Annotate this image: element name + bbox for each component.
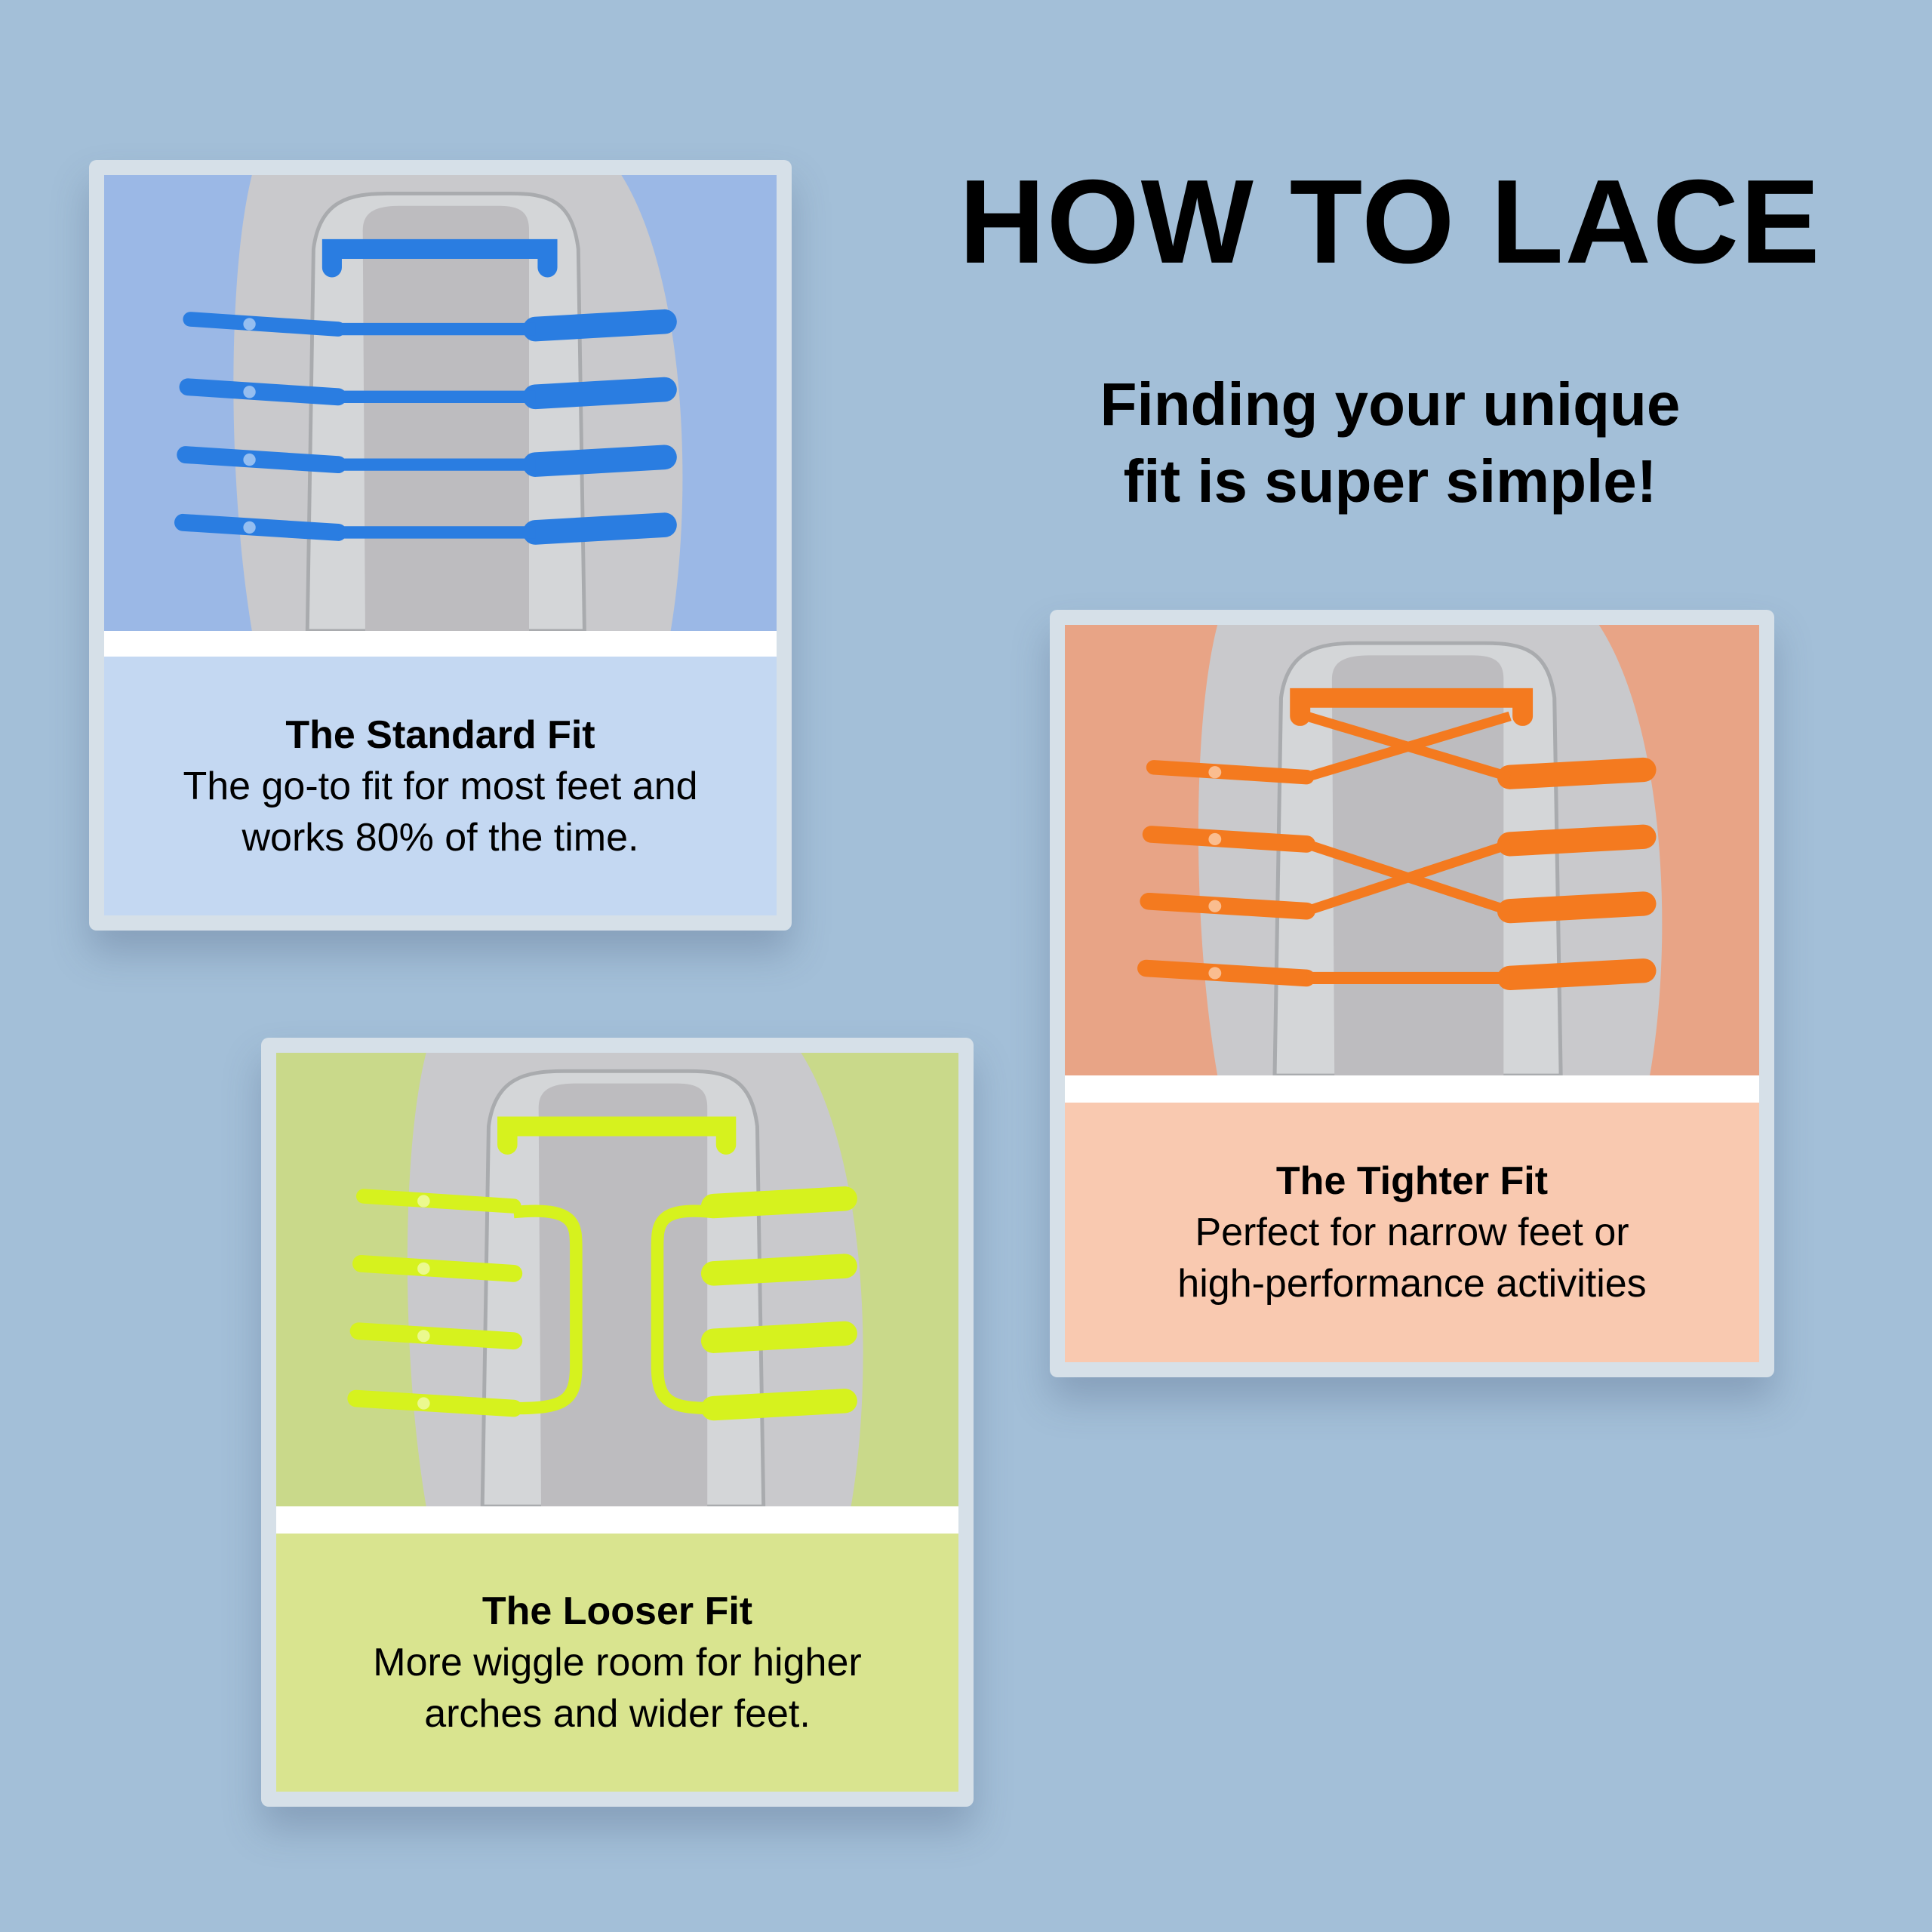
lace-end-left [352,1255,523,1282]
lace-end-left [177,446,347,474]
lace-end-right [1497,824,1657,857]
card-title: The Looser Fit [481,1589,753,1633]
card-description-line: works 80% of the time. [242,815,639,860]
card-description-line: The go-to fit for most feet and [183,764,698,808]
lace-hole [1208,900,1222,912]
lace-cross [1304,839,1512,916]
lace-hole [1208,967,1222,980]
card-looser-fit: The Looser Fit More wiggle room for high… [261,1038,974,1807]
lace-end-right [522,377,677,410]
lace-end-left [1146,760,1315,785]
lace-end-right [522,309,677,342]
page-subtitle: Finding your unique fit is super simple! [943,366,1837,520]
lace-top-bar [497,1116,737,1155]
lace-end-right [522,445,677,477]
lace-end-right [700,1389,857,1421]
divider [276,1506,958,1534]
lace-hole [243,386,256,398]
lace-end-right [700,1254,857,1286]
card-tighter-fit: The Tighter Fit Perfect for narrow feet … [1050,610,1774,1377]
lace-end-left [355,1189,521,1214]
lace-end-right [700,1186,857,1219]
lace-end-right [1497,891,1657,924]
lace-hole [1208,766,1222,779]
subtitle-line-1: Finding your unique [1100,371,1681,438]
shoe-tongue [362,205,529,631]
lace-hole [417,1397,430,1410]
divider [104,631,777,657]
lace-end-left [349,1322,523,1350]
shoe-tongue [538,1083,708,1506]
lace-loop-right [651,1204,715,1415]
standard-fit-shoe-image [104,175,777,631]
page-title: HOW TO LACE [958,155,1822,288]
divider [1065,1075,1759,1103]
lace-end-left [347,1389,523,1417]
lace-hole [1208,832,1222,846]
lace-loop-left [512,1204,583,1415]
lace-end-right [1497,757,1657,789]
card-caption: The Looser Fit More wiggle room for high… [276,1534,958,1792]
lace-hole [243,453,256,466]
card-caption: The Standard Fit The go-to fit for most … [104,657,777,915]
lace-end-left [1137,959,1315,987]
lace-end-right [522,512,677,545]
card-title: The Standard Fit [285,712,595,757]
card-description-line: arches and wider feet. [424,1692,811,1736]
tighter-fit-shoe-image [1065,625,1759,1075]
lace-top-bar [321,238,558,278]
lace-end-left [174,513,347,541]
lace-hole [417,1262,430,1275]
lace-hole [243,521,256,534]
lace-end-left [179,378,347,406]
lace-end-left [1140,892,1315,920]
looser-fit-shoe-image [276,1053,958,1506]
lace-hole [417,1330,430,1343]
card-caption: The Tighter Fit Perfect for narrow feet … [1065,1103,1759,1362]
lace-end-right [700,1321,857,1353]
lace-end-right [1497,958,1657,991]
lace-cross [1305,711,1512,782]
lace-end-left [183,312,346,337]
lace-hole [417,1195,430,1208]
subtitle-line-2: fit is super simple! [1123,448,1657,515]
card-description-line: Perfect for narrow feet or [1195,1211,1629,1254]
lace-top-bar [1290,688,1534,726]
card-standard-fit: The Standard Fit The go-to fit for most … [89,160,792,931]
lace-hole [243,318,256,331]
card-title: The Tighter Fit [1275,1159,1549,1203]
card-description-line: high-performance activities [1177,1262,1647,1306]
lace-end-left [1142,826,1315,853]
card-description-line: More wiggle room for higher [373,1641,862,1684]
